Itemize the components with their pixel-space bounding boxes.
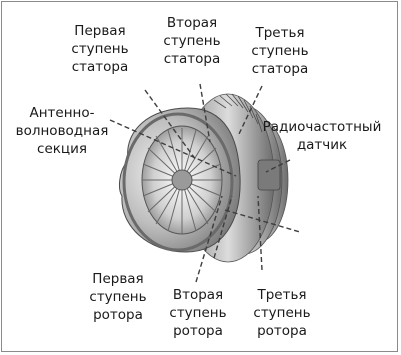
label-rotor-stage-3: Третья ступень ротора xyxy=(238,286,326,340)
label-stator-stage-3: Третья ступень статора xyxy=(236,24,324,78)
label-stator-stage-2: Вторая ступень статора xyxy=(148,14,236,68)
hub xyxy=(172,170,192,190)
label-stator-stage-1: Первая ступень статора xyxy=(56,22,144,76)
label-antenna-waveguide: Антенно- волноводная секция xyxy=(2,104,122,158)
label-rotor-stage-1: Первая ступень ротора xyxy=(74,270,162,324)
label-rf-sensor: Радиочастотный датчик xyxy=(252,118,392,154)
label-rotor-stage-2: Вторая ступень ротора xyxy=(154,286,242,340)
